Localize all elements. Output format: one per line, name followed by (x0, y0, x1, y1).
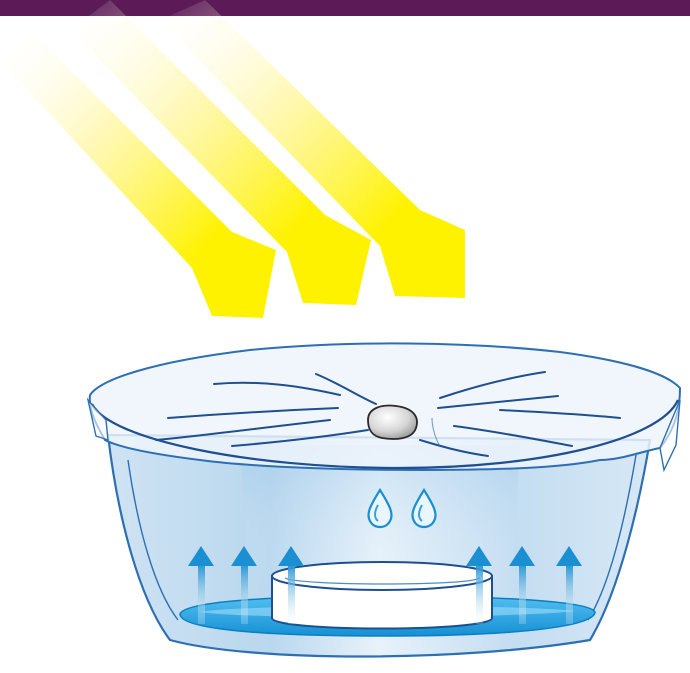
plastic-wrap-lid (88, 343, 680, 470)
sun-rays-icon (0, 0, 465, 318)
collection-cup (272, 562, 492, 629)
